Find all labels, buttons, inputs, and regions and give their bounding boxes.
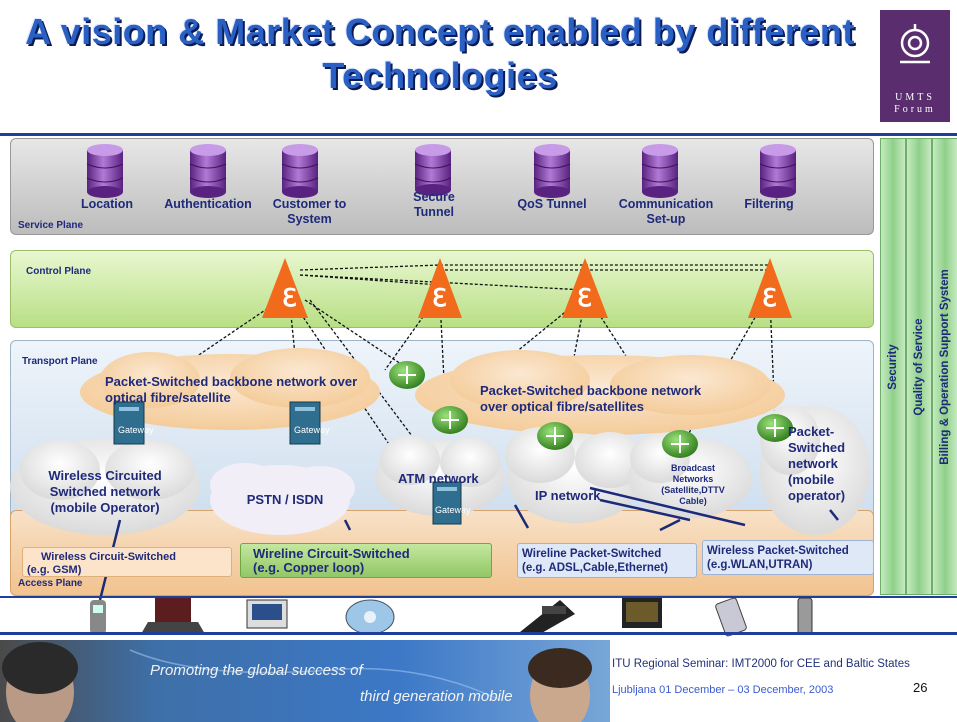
access-box-wireline-packet-line2: (e.g. ADSL,Cable,Ethernet) — [522, 562, 668, 574]
umts-forum-logo: UMTS Forum — [880, 10, 950, 122]
ip-network-label: IP network — [535, 488, 601, 503]
router-icon-4 — [662, 430, 698, 458]
control-node-icon-2: ℇ — [418, 258, 462, 318]
service-label-secure-tunnel: Secure Tunnel — [413, 190, 455, 219]
access-box-wireless-circuit: Wireless Circuit-Switched (e.g. GSM) — [22, 547, 232, 577]
database-icon-authentication — [189, 144, 227, 198]
cloud-ip — [505, 427, 645, 523]
control-node-icon-1: ℇ — [262, 258, 308, 318]
database-icon-customer — [281, 144, 319, 198]
service-label-authentication: Authentication — [164, 197, 252, 211]
database-icon-location — [86, 144, 124, 198]
access-plane-label: Access Plane — [18, 578, 83, 589]
service-plane-label: Service Plane — [18, 220, 84, 231]
cordless-phone-icon — [345, 599, 395, 635]
pda-icon — [715, 597, 747, 637]
access-box-wireline-circuit: Wireline Circuit-Switched (e.g. Copper l… — [240, 543, 492, 578]
set-top-box-icon — [246, 599, 288, 629]
access-links — [98, 486, 839, 601]
cloud-pstn — [210, 463, 355, 535]
svg-text:ℇ: ℇ — [432, 285, 447, 312]
banner-text-line2: third generation mobile — [360, 688, 513, 705]
billing-oss-bar: Billing & Operation Support System — [932, 138, 957, 595]
mobile-phone-icon — [90, 600, 106, 634]
svg-text:ℇ: ℇ — [282, 285, 297, 312]
gateway-icon-3 — [432, 481, 462, 525]
desk-phone-icon — [520, 600, 575, 634]
broadcast-networks-label: Broadcast Networks (Satellite,DTTV Cable… — [661, 463, 725, 506]
promo-banner: Promoting the global success of third ge… — [0, 640, 610, 722]
footer-place: Ljubljana 01 December – 03 December, 200… — [612, 684, 834, 696]
service-label-filtering: Filtering — [744, 197, 794, 211]
page-number: 26 — [913, 680, 928, 695]
router-icon-3 — [537, 422, 573, 450]
banner-faces — [2, 642, 592, 722]
laptop-icon — [141, 598, 205, 634]
control-node-icon-4: ℇ — [748, 258, 792, 318]
database-icon-communication — [641, 144, 679, 198]
atm-network-label: ATM network — [398, 471, 479, 486]
router-icon-2 — [432, 406, 468, 434]
database-icon-secure-tunnel — [414, 144, 452, 196]
security-bar: Security — [880, 138, 906, 595]
backbone-label-right: Packet-Switched backbone network over op… — [480, 383, 702, 414]
backbone-cloud-right — [415, 350, 785, 435]
control-plane-label: Control Plane — [26, 266, 92, 277]
slide-title: A vision & Market Concept enabled by dif… — [25, 11, 855, 96]
cloud-wireless-circuit — [10, 439, 200, 535]
access-box-wireless-packet-line2: (e.g.WLAN,UTRAN) — [707, 559, 813, 571]
gateway-label-1: Gateway — [118, 425, 154, 435]
access-box-wireless-packet: Wireless Packet-Switched (e.g.WLAN,UTRAN… — [702, 540, 874, 575]
svg-text:ℇ: ℇ — [762, 285, 777, 312]
router-icon-1 — [389, 361, 425, 389]
wireless-circuit-network-label: Wireless Circuited Switched network (mob… — [48, 468, 162, 515]
gateway-label-2: Gateway — [294, 425, 330, 435]
quality-of-service-bar: Quality of Service — [906, 138, 932, 595]
handset-icon — [797, 597, 813, 635]
gateway-icon-2 — [289, 401, 321, 445]
transport-plane-label: Transport Plane — [22, 356, 98, 367]
spiral-logo-icon — [900, 24, 930, 64]
backbone-label-left: Packet-Switched backbone network over op… — [105, 374, 358, 405]
pstn-isdn-label: PSTN / ISDN — [246, 492, 324, 507]
service-label-customer-to-system: Customer to System — [272, 197, 347, 226]
bottom-rule — [0, 632, 957, 635]
service-label-communication-setup: Communication Set-up — [618, 197, 714, 226]
television-icon — [622, 598, 662, 628]
access-box-wireline-packet: Wireline Packet-Switched (e.g. ADSL,Cabl… — [517, 543, 697, 578]
database-icon-qos-tunnel — [533, 144, 571, 198]
banner-text-line1: Promoting the global success of — [150, 662, 363, 679]
database-icon-filtering — [759, 144, 797, 198]
logo-text: UMTS Forum — [894, 92, 936, 115]
service-label-qos-tunnel: QoS Tunnel — [517, 197, 587, 211]
gateway-label-3: Gateway — [435, 505, 471, 515]
gateway-icon-1 — [113, 401, 145, 445]
access-box-wireline-circuit-line1: Wireline Circuit-Switched — [253, 546, 410, 561]
access-box-wireline-packet-line1: Wireline Packet-Switched — [522, 548, 662, 560]
footer-event: ITU Regional Seminar: IMT2000 for CEE an… — [612, 658, 910, 670]
service-label-location: Location — [80, 197, 134, 211]
packet-mobile-network-label: Packet-Switched network (mobile operator… — [788, 424, 846, 503]
access-box-wireless-circuit-line2: (e.g. GSM) — [27, 564, 82, 576]
router-icon-5 — [757, 414, 793, 442]
svg-text:ℇ: ℇ — [577, 285, 592, 312]
access-box-wireline-circuit-line2: (e.g. Copper loop) — [253, 560, 365, 575]
control-node-icon-3: ℇ — [562, 258, 608, 318]
access-box-wireless-circuit-line1: Wireless Circuit-Switched — [41, 551, 176, 563]
cloud-atm — [375, 435, 505, 516]
access-box-wireless-packet-line1: Wireless Packet-Switched — [707, 545, 849, 557]
top-rule — [0, 133, 957, 136]
